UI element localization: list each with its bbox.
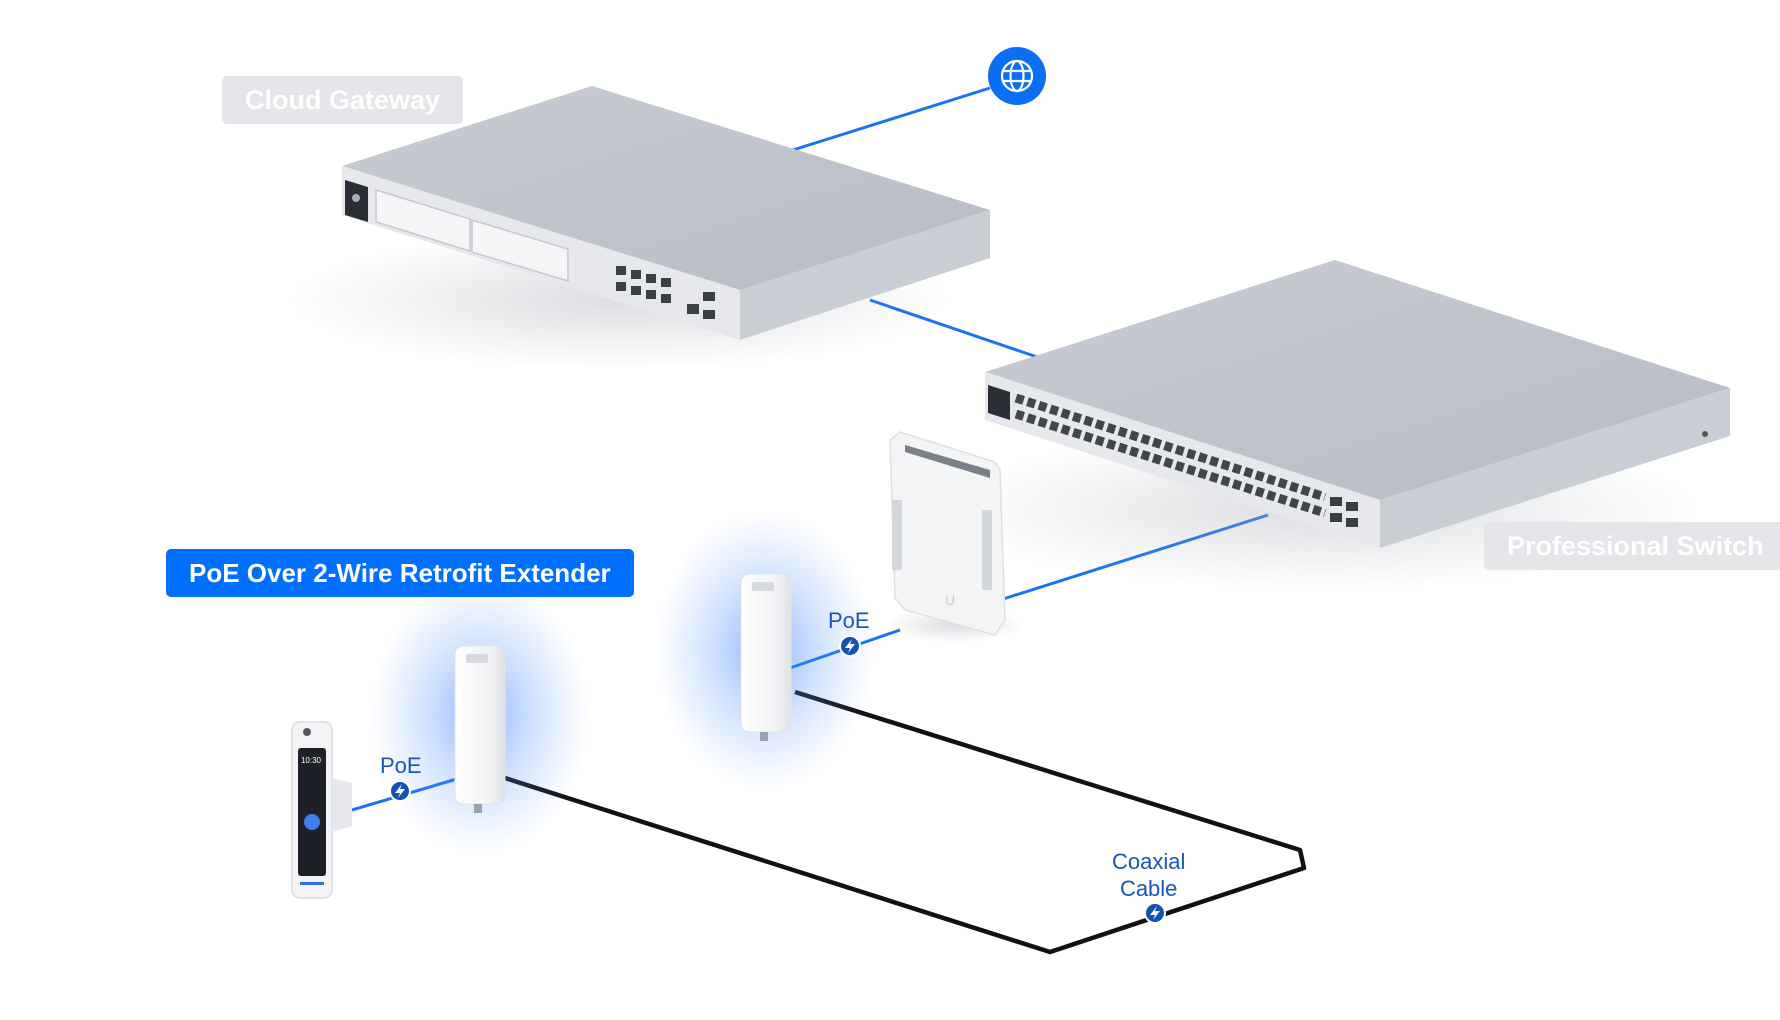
professional-switch-label: Professional Switch [1484, 522, 1780, 570]
retrofit-extender-left [454, 645, 506, 813]
coaxial-label-line2: Cable [1119, 876, 1178, 901]
coaxial-label-line1: Coaxial [1112, 849, 1186, 874]
switch-ports [1014, 393, 1327, 518]
retrofit-extender-right [740, 573, 792, 741]
globe-icon [1000, 59, 1034, 93]
lightning-icon [389, 780, 411, 802]
retrofit-extender-label: PoE Over 2-Wire Retrofit Extender [166, 549, 634, 597]
svg-text:U: U [945, 592, 955, 608]
internet-globe [988, 47, 1046, 105]
poe-injector-device: U [885, 431, 1025, 643]
reader-time: 10:30 [301, 756, 322, 765]
internet-link [792, 86, 991, 152]
gateway-ports [616, 266, 715, 319]
lightning-icon [1144, 902, 1166, 924]
switch-sfp-ports [1330, 497, 1358, 527]
poe-label-right: PoE [828, 608, 870, 633]
coaxial-cable-label: Coaxial Cable [1112, 848, 1185, 902]
cloud-gateway-device [290, 86, 990, 370]
poe-label-left: PoE [380, 753, 422, 778]
access-reader-device: 10:30 [291, 721, 352, 899]
coaxial-cable [504, 689, 1307, 955]
cloud-gateway-label: Cloud Gateway [222, 76, 464, 124]
lightning-icon [839, 635, 861, 657]
